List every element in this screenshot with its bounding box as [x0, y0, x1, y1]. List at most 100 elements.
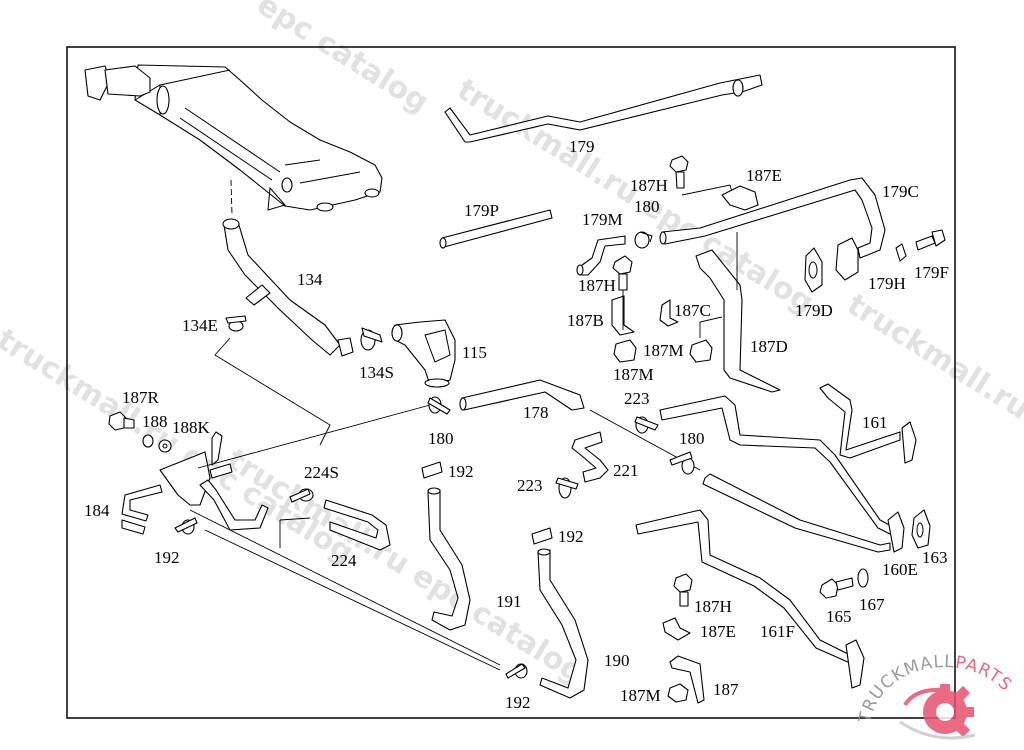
label-187c[interactable]: 187C — [674, 301, 711, 320]
label-184[interactable]: 184 — [84, 501, 110, 520]
part-187h-bolt-mid — [612, 255, 633, 291]
part-187m-nut-mid1 — [613, 339, 637, 363]
label-188[interactable]: 188 — [142, 412, 168, 431]
part-190-hose — [537, 548, 589, 699]
label-180[interactable]: 180 — [634, 197, 660, 216]
label-187b[interactable]: 187B — [567, 311, 604, 330]
label-163[interactable]: 163 — [922, 548, 948, 567]
leader-line — [197, 404, 431, 469]
part-224-hose — [323, 499, 391, 551]
label-224[interactable]: 224 — [331, 551, 357, 570]
leader-line — [279, 517, 311, 548]
part-187e-clip-top — [721, 185, 759, 211]
part-221-hose — [571, 431, 609, 483]
label-134e[interactable]: 134E — [182, 316, 218, 335]
truckmall-parts-logo: TRUCKMALLPARTS — [855, 652, 1015, 740]
label-187[interactable]: 187 — [713, 680, 739, 699]
label-187h[interactable]: 187H — [578, 276, 616, 295]
part-192-clamp-low — [531, 527, 553, 545]
label-179d[interactable]: 179D — [795, 301, 833, 320]
label-187m[interactable]: 187M — [620, 686, 661, 705]
gear-icon — [923, 684, 974, 738]
part-180-clamp-mid — [427, 396, 451, 415]
label-161[interactable]: 161 — [862, 413, 888, 432]
part-187b-bracket — [611, 290, 635, 336]
label-115[interactable]: 115 — [462, 343, 487, 362]
part-178-hose — [459, 379, 585, 411]
part-167-washer — [857, 568, 869, 588]
label-187m[interactable]: 187M — [643, 341, 684, 360]
part-115-housing — [391, 319, 456, 388]
label-179c[interactable]: 179C — [882, 182, 919, 201]
leader-line — [214, 337, 331, 446]
label-187m[interactable]: 187M — [613, 365, 654, 384]
label-223[interactable]: 223 — [624, 389, 650, 408]
label-187h[interactable]: 187H — [694, 597, 732, 616]
label-191[interactable]: 191 — [496, 592, 522, 611]
label-187e[interactable]: 187E — [746, 166, 782, 185]
part-184-pipe — [121, 484, 163, 535]
label-192[interactable]: 192 — [558, 527, 584, 546]
part-134e-clamp — [225, 315, 247, 332]
label-134s[interactable]: 134S — [359, 363, 394, 382]
watermark: truckmall.ru epc catalog — [0, 322, 360, 571]
label-179f[interactable]: 179F — [914, 263, 949, 282]
part-187c-bracket — [659, 299, 679, 327]
label-223[interactable]: 223 — [517, 476, 543, 495]
part-180-clamp-top — [634, 231, 653, 249]
label-165[interactable]: 165 — [826, 607, 852, 626]
label-179h[interactable]: 179H — [868, 274, 906, 293]
label-224s[interactable]: 224S — [304, 463, 339, 482]
part-191-hose — [427, 487, 471, 631]
part-187m-nut-low — [667, 683, 689, 703]
part-161f-pipe — [635, 509, 865, 689]
label-187e[interactable]: 187E — [700, 622, 736, 641]
part-179p-hose — [439, 209, 553, 249]
part-134-pipe — [222, 218, 354, 357]
part-188-washer — [142, 434, 154, 448]
label-179p[interactable]: 179P — [464, 201, 499, 220]
label-192[interactable]: 192 — [154, 548, 180, 567]
label-178[interactable]: 178 — [523, 403, 549, 422]
label-179m[interactable]: 179M — [582, 210, 623, 229]
part-192-clamp-bottom — [505, 663, 528, 679]
watermark: truckmall.ru epc catalog — [841, 287, 1024, 536]
part-165-bolt — [819, 577, 854, 599]
label-188k[interactable]: 188K — [172, 418, 211, 437]
part-180-clamp-right — [669, 451, 695, 475]
label-192[interactable]: 192 — [448, 462, 474, 481]
part-192-clamp-left — [174, 517, 198, 535]
part-187-bracket-low — [669, 655, 705, 704]
label-160e[interactable]: 160E — [882, 560, 918, 579]
leader-line — [681, 184, 733, 196]
heater-core — [84, 64, 383, 216]
part-187h-bolt-low — [673, 573, 693, 607]
label-167[interactable]: 167 — [859, 595, 885, 614]
label-179[interactable]: 179 — [569, 137, 595, 156]
label-180[interactable]: 180 — [679, 429, 705, 448]
part-188k-bracket-assembly — [159, 431, 269, 531]
part-179d-gasket — [804, 247, 823, 293]
label-187d[interactable]: 187D — [750, 337, 788, 356]
label-190[interactable]: 190 — [604, 651, 630, 670]
part-187h-bolt-top — [669, 155, 689, 189]
part-134s-clamp — [360, 327, 383, 351]
label-180[interactable]: 180 — [428, 429, 454, 448]
label-187r[interactable]: 187R — [122, 388, 160, 407]
label-134[interactable]: 134 — [297, 270, 323, 289]
part-labels: 179 179P 179M 180 187H 187E 179C 179D 17… — [84, 137, 949, 712]
part-224s-clamp — [289, 488, 314, 503]
label-187h[interactable]: 187H — [630, 176, 668, 195]
part-192-clamp-mid — [421, 461, 443, 479]
part-223-clamp-top — [634, 416, 659, 434]
part-187r-bolt — [108, 411, 135, 431]
watermark: epc catalog — [251, 0, 435, 120]
part-187m-nut-mid2 — [689, 316, 723, 363]
label-192[interactable]: 192 — [505, 693, 531, 712]
label-221[interactable]: 221 — [613, 461, 639, 480]
part-179f-bolt — [915, 229, 946, 251]
leader-line — [189, 509, 501, 671]
part-188-spacer — [158, 439, 172, 453]
label-161f[interactable]: 161F — [760, 622, 795, 641]
